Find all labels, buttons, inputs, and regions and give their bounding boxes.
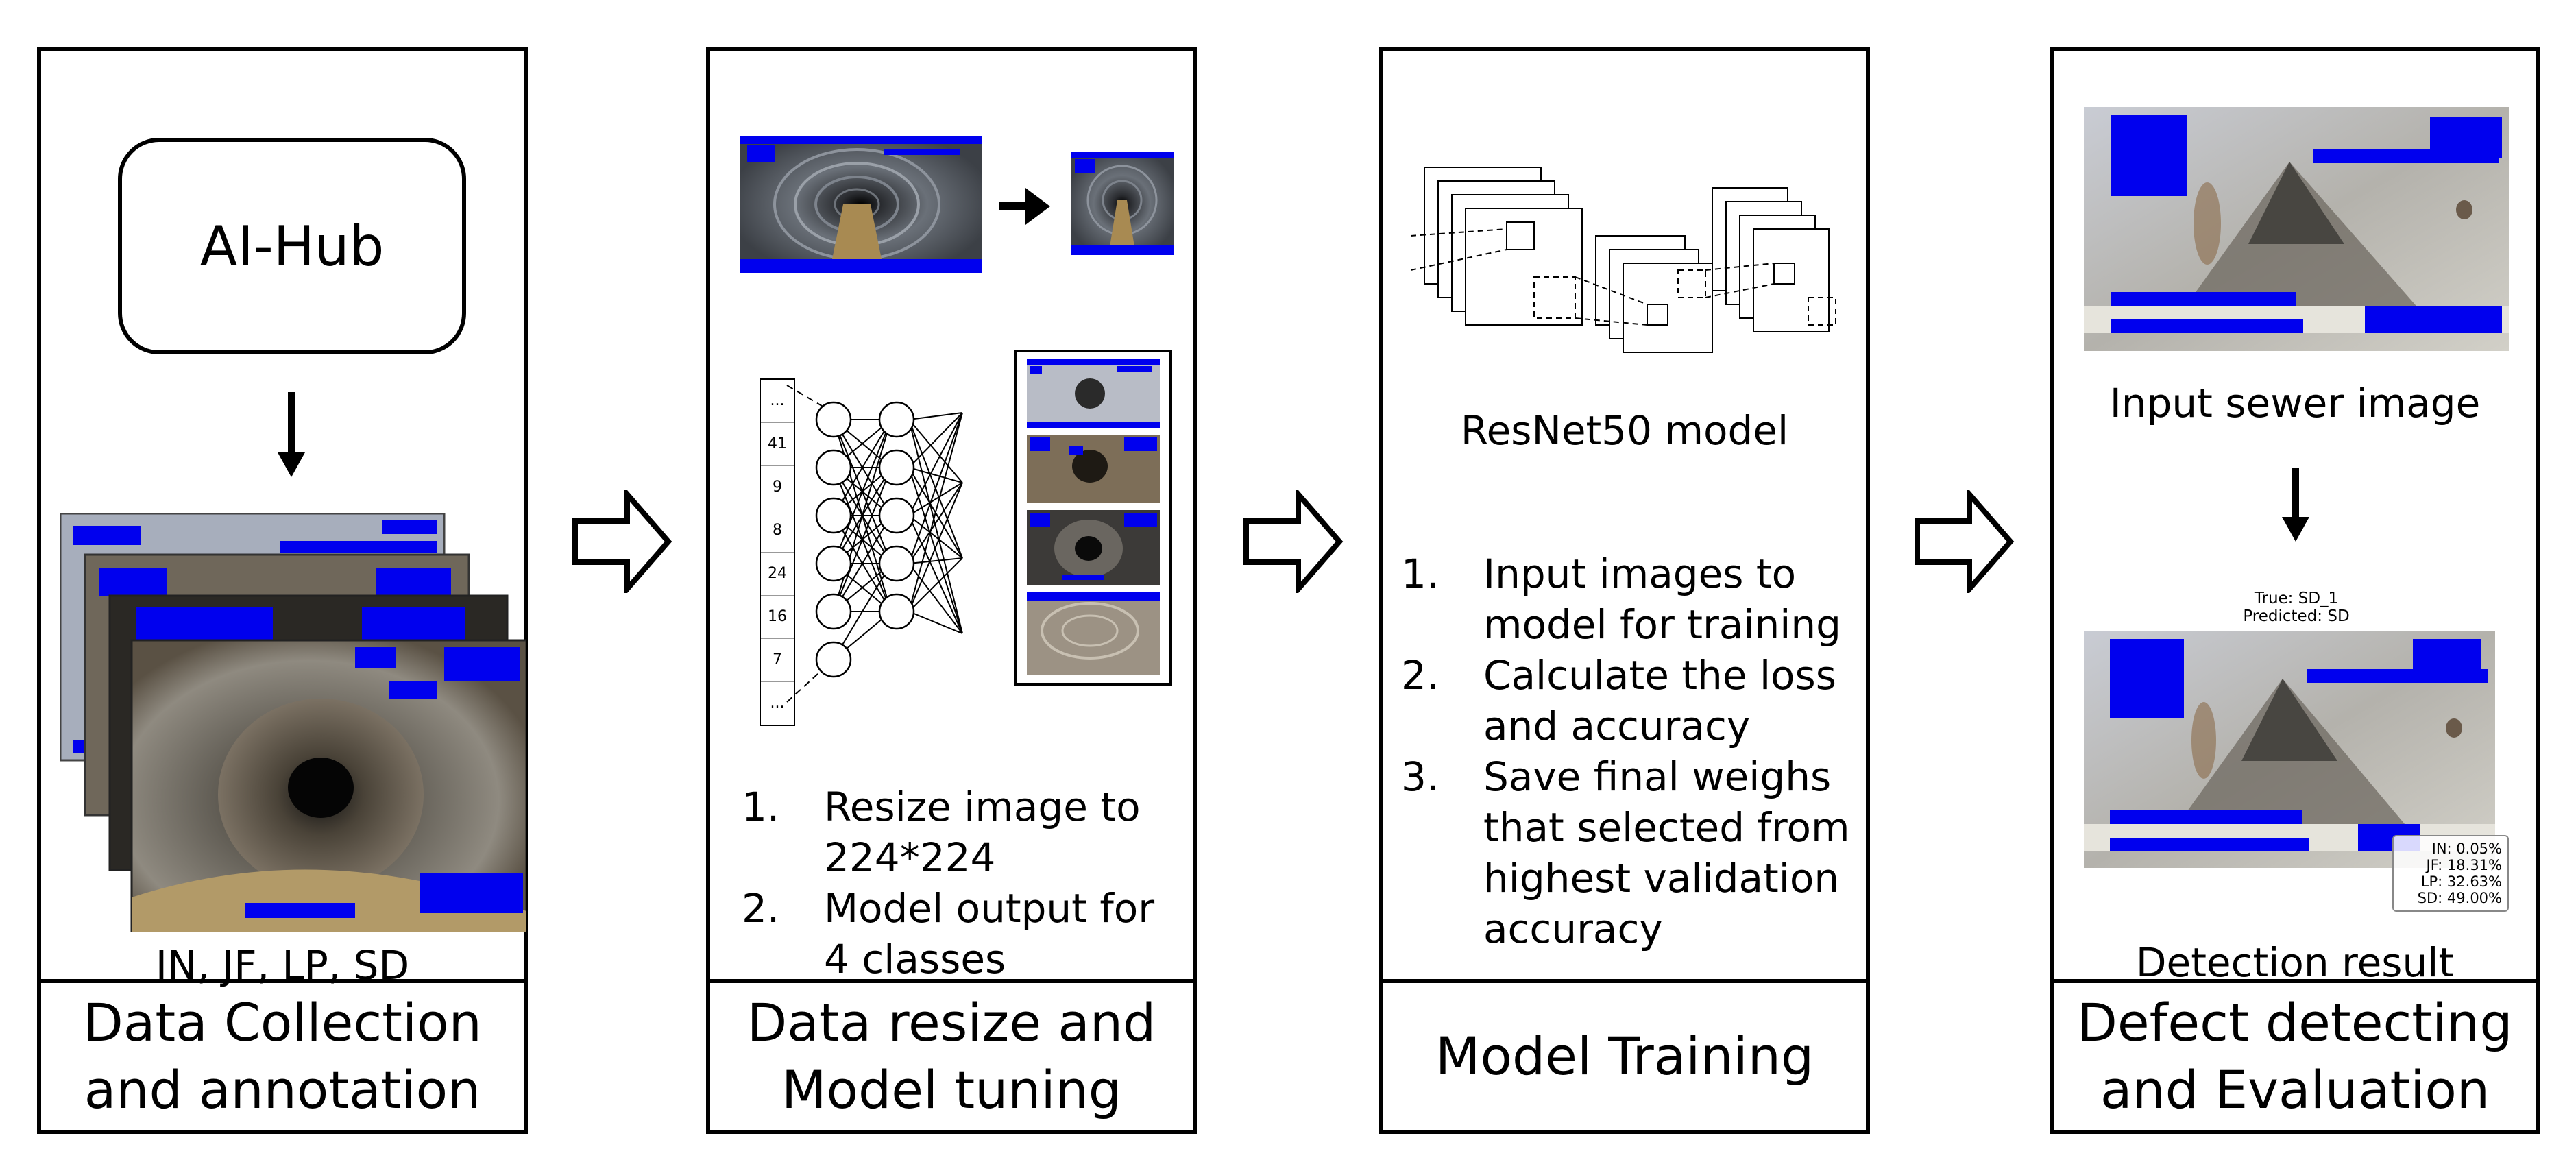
step-line: and accuracy <box>1483 703 1751 749</box>
step-number: 1. <box>742 784 780 830</box>
caption-line: Model tuning <box>781 1059 1121 1120</box>
resize-steps: 1. Resize image to 224*224 2. Model outp… <box>742 782 1180 984</box>
step-line: Input images to <box>1483 551 1797 597</box>
true-label: True: SD_1 <box>2254 590 2339 607</box>
step-item: 1. Input images to model for training <box>1401 548 1854 650</box>
step-line: Calculate the loss <box>1483 652 1836 699</box>
sequence-cell: 8 <box>761 509 794 553</box>
sewer-image-resized <box>1071 152 1174 255</box>
panel-defect-detecting: Input sewer image True: SD_1 Predicted: … <box>2050 47 2540 1134</box>
caption-line: Model Training <box>1435 1026 1814 1087</box>
resnet-diagram <box>1411 167 1836 353</box>
sequence-cell: ... <box>761 380 794 423</box>
input-sequence-column: ... 41 9 8 24 16 7 ... <box>760 378 795 726</box>
ai-hub-label: AI-Hub <box>199 214 385 278</box>
flow-arrow-icon <box>1243 490 1344 593</box>
panel-data-collection: AI-Hub IN, JF, LP <box>37 47 528 1134</box>
step-line: Resize image to <box>824 784 1141 830</box>
step-line: 224*224 <box>824 834 996 881</box>
sewer-image-stack <box>60 513 526 932</box>
caption-data-collection: Data Collection and annotation <box>41 979 524 1130</box>
sequence-cell: 41 <box>761 423 794 466</box>
step-number: 2. <box>742 885 780 932</box>
right-arrow-icon <box>999 188 1050 225</box>
neural-network-diagram <box>786 385 963 703</box>
flow-arrow-icon <box>1915 490 2015 593</box>
probability-lp: LP: 32.63% <box>2420 873 2502 890</box>
result-title: True: SD_1 Predicted: SD <box>2084 590 2509 625</box>
input-image-label: Input sewer image <box>2109 380 2481 426</box>
step-number: 2. <box>1401 652 1439 699</box>
panel-model-training: ResNet50 model 1. Input images to model … <box>1379 47 1870 1134</box>
sequence-cell: 9 <box>761 466 794 509</box>
ai-hub-box: AI-Hub <box>118 138 466 354</box>
step-line: highest validation <box>1483 855 1840 902</box>
probability-box: IN: 0.05% JF: 18.31% LP: 32.63% SD: 49.0… <box>2392 835 2509 912</box>
step-number: 1. <box>1401 551 1439 597</box>
flow-arrow-icon <box>572 490 672 593</box>
step-item: 2. Model output for 4 classes <box>742 883 1180 984</box>
sequence-cell: 24 <box>761 553 794 596</box>
step-item: 2. Calculate the loss and accuracy <box>1401 650 1854 751</box>
sequence-cell: 7 <box>761 639 794 682</box>
step-line: accuracy <box>1483 906 1663 952</box>
caption-model-training: Model Training <box>1383 979 1866 1130</box>
detection-result-label: Detection result <box>2135 939 2455 986</box>
step-text: Resize image to 224*224 <box>824 782 1180 883</box>
panel-data-resize: ... 41 9 8 24 16 7 ... <box>706 47 1197 1134</box>
step-text: Input images to model for training <box>1483 548 1854 650</box>
step-text: Model output for 4 classes <box>824 883 1180 984</box>
step-text: Calculate the loss and accuracy <box>1483 650 1854 751</box>
probability-jf: JF: 18.31% <box>2426 857 2502 873</box>
caption-defect-detecting: Defect detecting and Evaluation <box>2054 979 2536 1130</box>
sequence-cell: 16 <box>761 596 794 639</box>
sewer-image-original <box>740 136 982 273</box>
caption-line: and Evaluation <box>2100 1059 2490 1120</box>
step-line: that selected from <box>1483 804 1850 851</box>
caption-line: Defect detecting <box>2077 992 2513 1053</box>
detection-result-image <box>2084 631 2495 868</box>
probability-in: IN: 0.05% <box>2431 841 2502 857</box>
caption-line: Data Collection <box>83 992 482 1053</box>
step-line: Save final weighs <box>1483 753 1832 800</box>
step-item: 3. Save final weighs that selected from … <box>1401 751 1854 954</box>
step-line: 4 classes <box>824 936 1006 982</box>
output-image-stack <box>1014 350 1172 686</box>
down-arrow-icon <box>278 392 305 477</box>
down-arrow-icon <box>2282 468 2309 542</box>
input-sewer-image <box>2084 107 2509 351</box>
caption-line: Data resize and <box>746 992 1156 1053</box>
sequence-cell: ... <box>770 694 785 712</box>
predicted-label: Predicted: SD <box>2243 607 2350 625</box>
step-line: model for training <box>1483 601 1841 648</box>
step-item: 1. Resize image to 224*224 <box>742 782 1180 883</box>
step-number: 3. <box>1401 753 1439 800</box>
model-label: ResNet50 model <box>1460 407 1789 454</box>
caption-data-resize: Data resize and Model tuning <box>710 979 1193 1130</box>
probability-sd: SD: 49.00% <box>2417 890 2502 906</box>
caption-line: and annotation <box>84 1059 481 1120</box>
step-line: Model output for <box>824 885 1155 932</box>
training-steps: 1. Input images to model for training 2.… <box>1401 548 1854 954</box>
step-text: Save final weighs that selected from hig… <box>1483 751 1854 954</box>
